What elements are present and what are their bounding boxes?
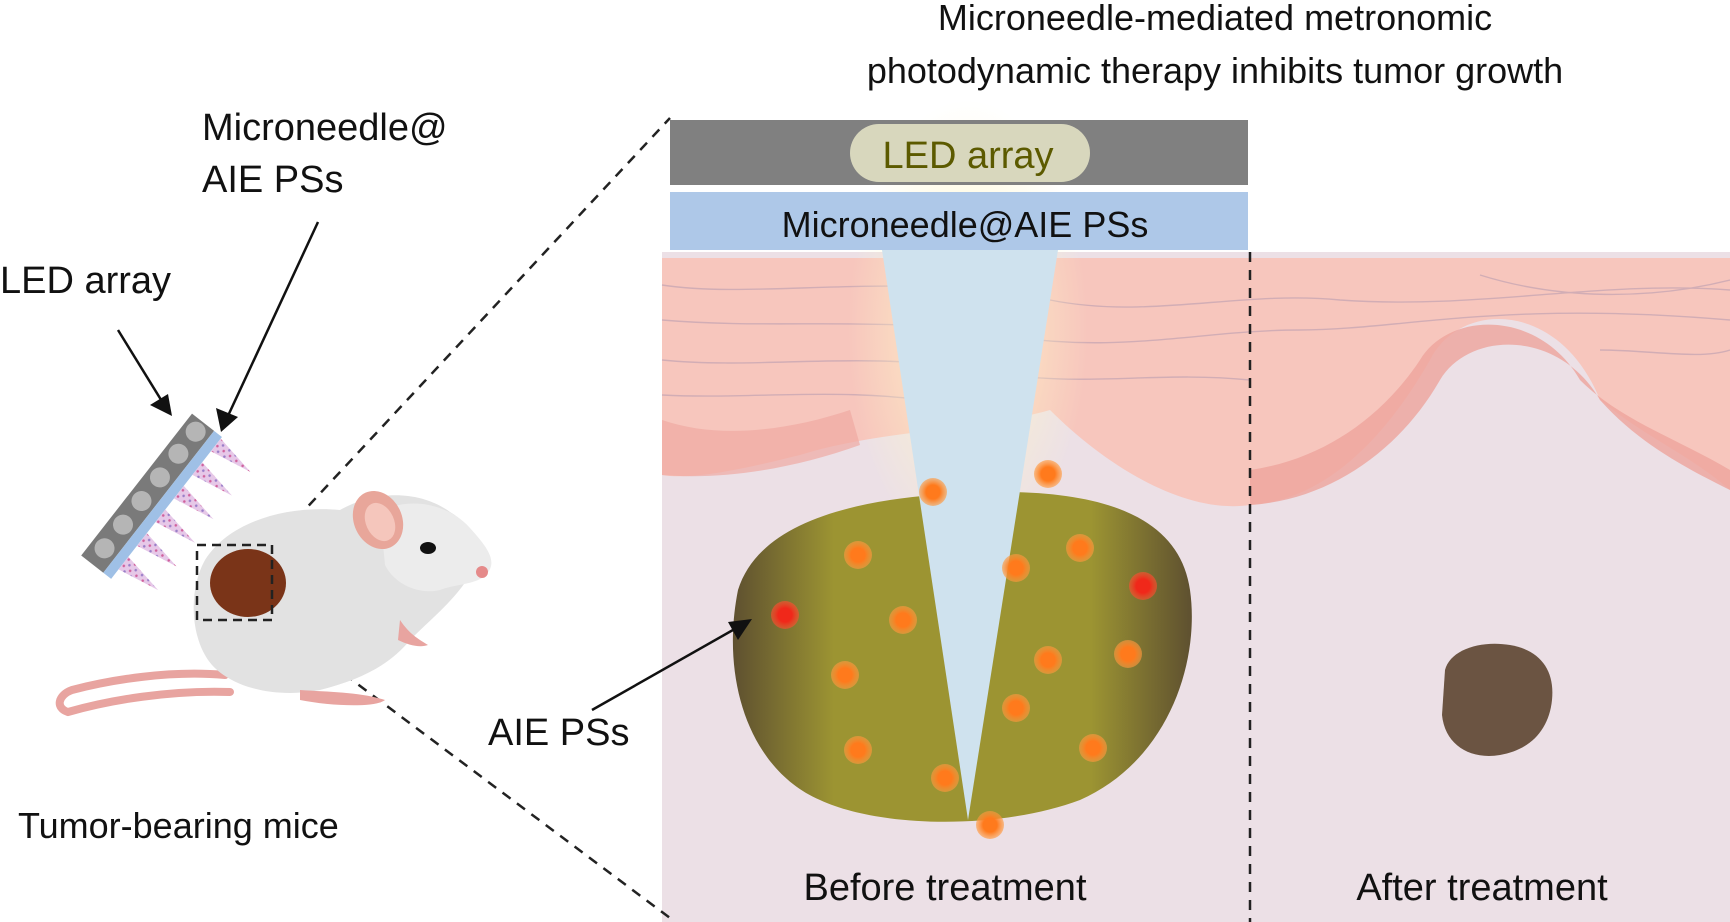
zoom-box	[195, 543, 274, 622]
microneedle-spikes	[118, 438, 251, 591]
mouse-tail	[55, 669, 234, 717]
aie-ps-arrow	[591, 619, 752, 712]
mouse-tumor	[210, 549, 286, 617]
mouse-panel: Microneedle@ AIE PSs LED array Tumor-bea…	[0, 107, 492, 846]
particle	[1114, 640, 1142, 668]
led-device	[81, 413, 251, 591]
particle	[919, 478, 947, 506]
mouse-hind-foot	[300, 690, 385, 706]
skin-fibers	[661, 274, 1730, 406]
particle	[1034, 646, 1062, 674]
microneedle-arrow	[216, 221, 320, 432]
mouse-front-foot	[398, 620, 428, 647]
led-bumps	[94, 421, 206, 559]
mouse-ear-inner	[364, 502, 396, 542]
particle-red	[1129, 572, 1157, 600]
dermis-band	[662, 410, 860, 477]
particle	[844, 541, 872, 569]
led-label: LED array	[0, 260, 171, 302]
zoom-panel: LED array Microneedle@AIE PSs	[488, 100, 1730, 922]
particle-red	[771, 601, 799, 629]
particle	[1034, 460, 1062, 488]
particle	[1002, 554, 1030, 582]
mouse-eye	[420, 542, 436, 554]
microneedle-label-line-2: AIE PSs	[202, 159, 344, 201]
mouse-nose	[476, 566, 488, 578]
particle	[831, 661, 859, 689]
title-line-1: Microneedle-mediated metronomic	[938, 0, 1492, 38]
microneedle-bar	[670, 192, 1248, 250]
zoom-guide-lines	[271, 117, 671, 920]
aie-ps-label: AIE PSs	[488, 712, 630, 754]
after-treatment-label: After treatment	[1356, 867, 1608, 909]
led-bar-glow	[850, 124, 1090, 182]
dermis-band-right	[1250, 324, 1730, 505]
particle	[976, 811, 1004, 839]
mouse-caption: Tumor-bearing mice	[18, 805, 339, 846]
aie-ps-particles	[771, 460, 1157, 839]
before-treatment-label: Before treatment	[803, 867, 1086, 909]
particle	[1079, 734, 1107, 762]
needle	[882, 250, 1058, 820]
title: Microneedle-mediated metronomic photodyn…	[867, 0, 1563, 91]
microneedle-bar-label: Microneedle@AIE PSs	[782, 204, 1149, 245]
microneedle-label-line-1: Microneedle@	[202, 107, 448, 149]
particle	[889, 606, 917, 634]
led-arrow	[116, 329, 172, 416]
tumor-after	[1442, 643, 1553, 756]
particle	[1066, 534, 1094, 562]
particle	[931, 764, 959, 792]
title-line-2: photodynamic therapy inhibits tumor grow…	[867, 50, 1563, 91]
skin-layer-after	[1250, 258, 1730, 505]
particle	[1002, 694, 1030, 722]
led-bar-label: LED array	[882, 135, 1053, 177]
particle	[844, 736, 872, 764]
